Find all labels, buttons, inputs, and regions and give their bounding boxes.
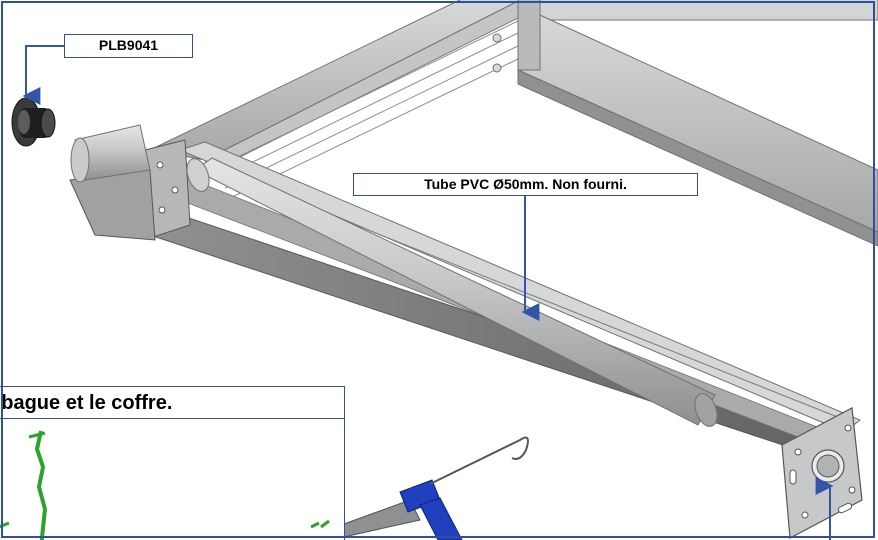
right-side-rail bbox=[517, 0, 878, 247]
bushing-part-icon bbox=[11, 97, 56, 147]
detail-inset: la bague et le coffre. bbox=[0, 386, 345, 540]
inset-title: la bague et le coffre. bbox=[0, 388, 344, 419]
sealant-bead bbox=[34, 430, 48, 540]
sealant-mark bbox=[310, 519, 330, 529]
left-end-bracket bbox=[69, 139, 191, 241]
arrow-down-icon bbox=[22, 45, 64, 105]
sealant-detail-drawing bbox=[0, 430, 330, 540]
back-rail bbox=[148, 0, 531, 199]
tube-note-callout: Tube PVC Ø50mm. Non fourni. bbox=[353, 173, 698, 196]
right-end-plate bbox=[781, 407, 863, 539]
callout-arrows bbox=[22, 45, 834, 540]
pvc-tube bbox=[70, 124, 718, 427]
part-number-callout: PLB9041 bbox=[64, 34, 193, 58]
